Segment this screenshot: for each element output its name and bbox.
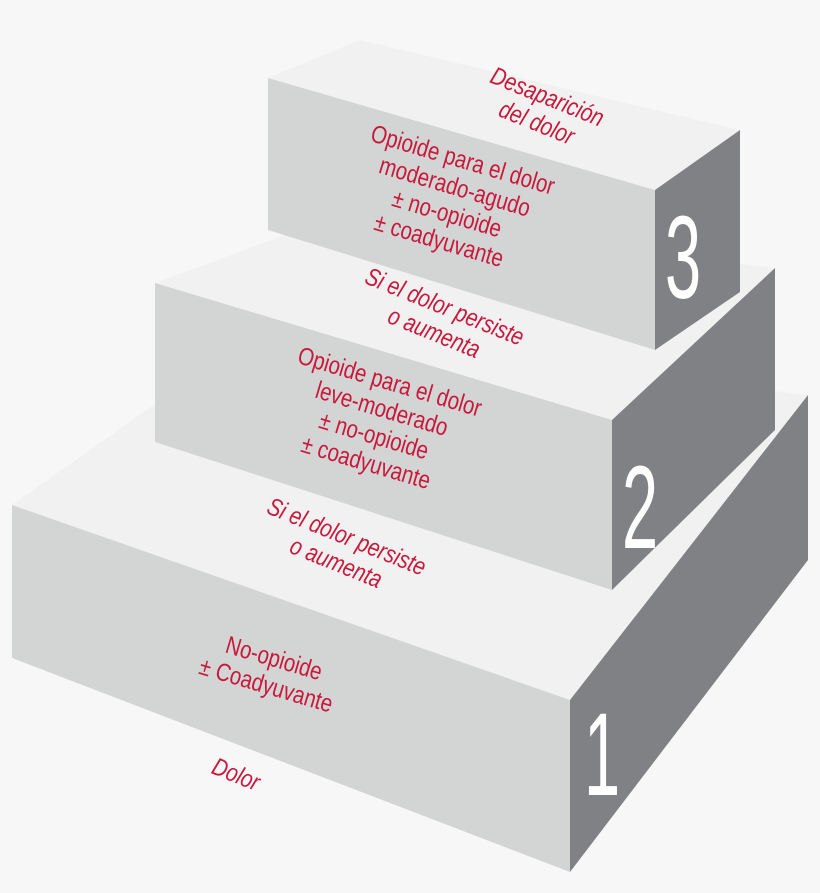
step-1-front-face (12, 505, 570, 872)
step-3-block (268, 40, 740, 350)
step-3-front-face (268, 78, 655, 350)
step-1-side-face (570, 395, 808, 872)
start-label: Dolor (208, 752, 265, 797)
step-2-number: 2 (622, 443, 658, 574)
step-1-number: 1 (584, 690, 620, 821)
step-3-top-face (268, 40, 740, 190)
start-label-text: Dolor (208, 752, 265, 797)
step-2-front-face (155, 283, 612, 590)
step-3-side-face (655, 130, 740, 350)
step-3-number: 3 (665, 193, 701, 324)
step-2-side-face (612, 268, 775, 590)
